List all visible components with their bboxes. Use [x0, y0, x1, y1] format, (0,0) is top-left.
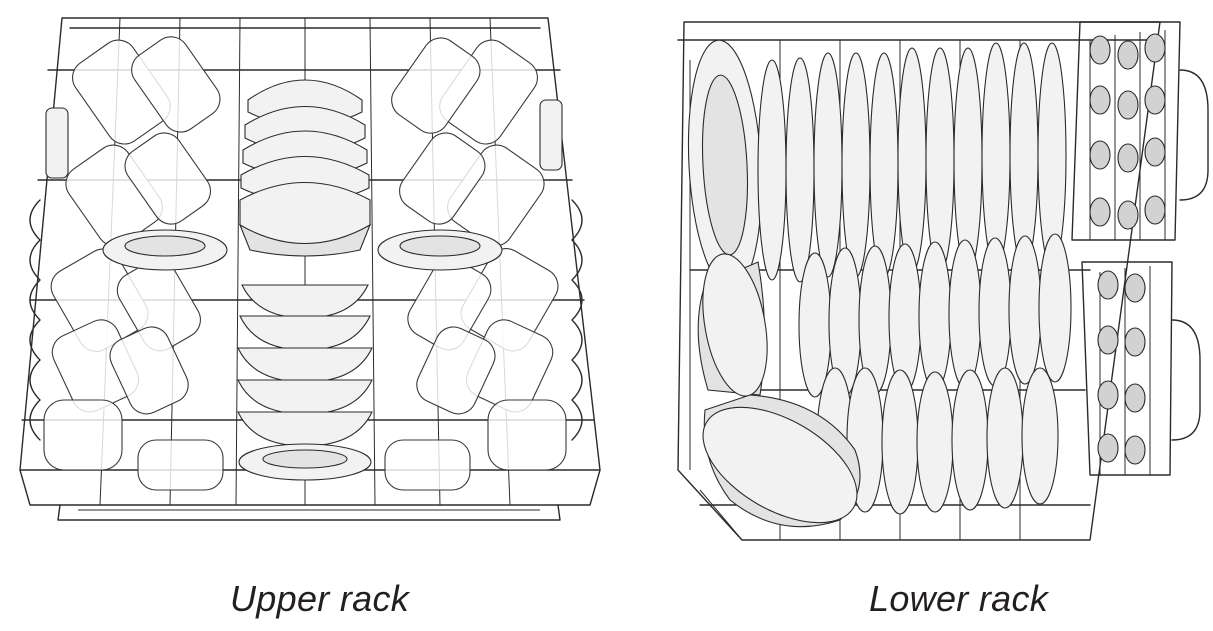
lower-rack-bowls — [697, 253, 861, 528]
lower-rack-illustration — [677, 21, 1209, 541]
upper-rack-illustration — [19, 17, 601, 521]
upper-rack-caption: Upper rack — [230, 578, 410, 619]
lower-rack-panel: Lower rack — [660, 0, 1213, 631]
upper-rack-glasses-right — [384, 37, 567, 491]
lower-rack-silverware-basket-upper — [1071, 21, 1209, 241]
upper-rack-saucers — [102, 229, 503, 271]
lower-rack-caption: Lower rack — [869, 578, 1049, 619]
lower-rack-silverware-basket-lower — [1081, 261, 1201, 476]
upper-rack-panel: Upper rack — [19, 17, 601, 619]
lower-rack-large-plate — [687, 39, 763, 291]
upper-rack-cup-stack — [237, 284, 373, 481]
upper-rack-bowl-stack — [238, 79, 372, 257]
lower-rack-middle-row-plates — [798, 233, 1072, 398]
lower-rack-utensils-lower — [1097, 270, 1146, 465]
lower-rack-utensils-upper — [1089, 33, 1166, 230]
upper-rack-glasses-left — [43, 36, 224, 491]
